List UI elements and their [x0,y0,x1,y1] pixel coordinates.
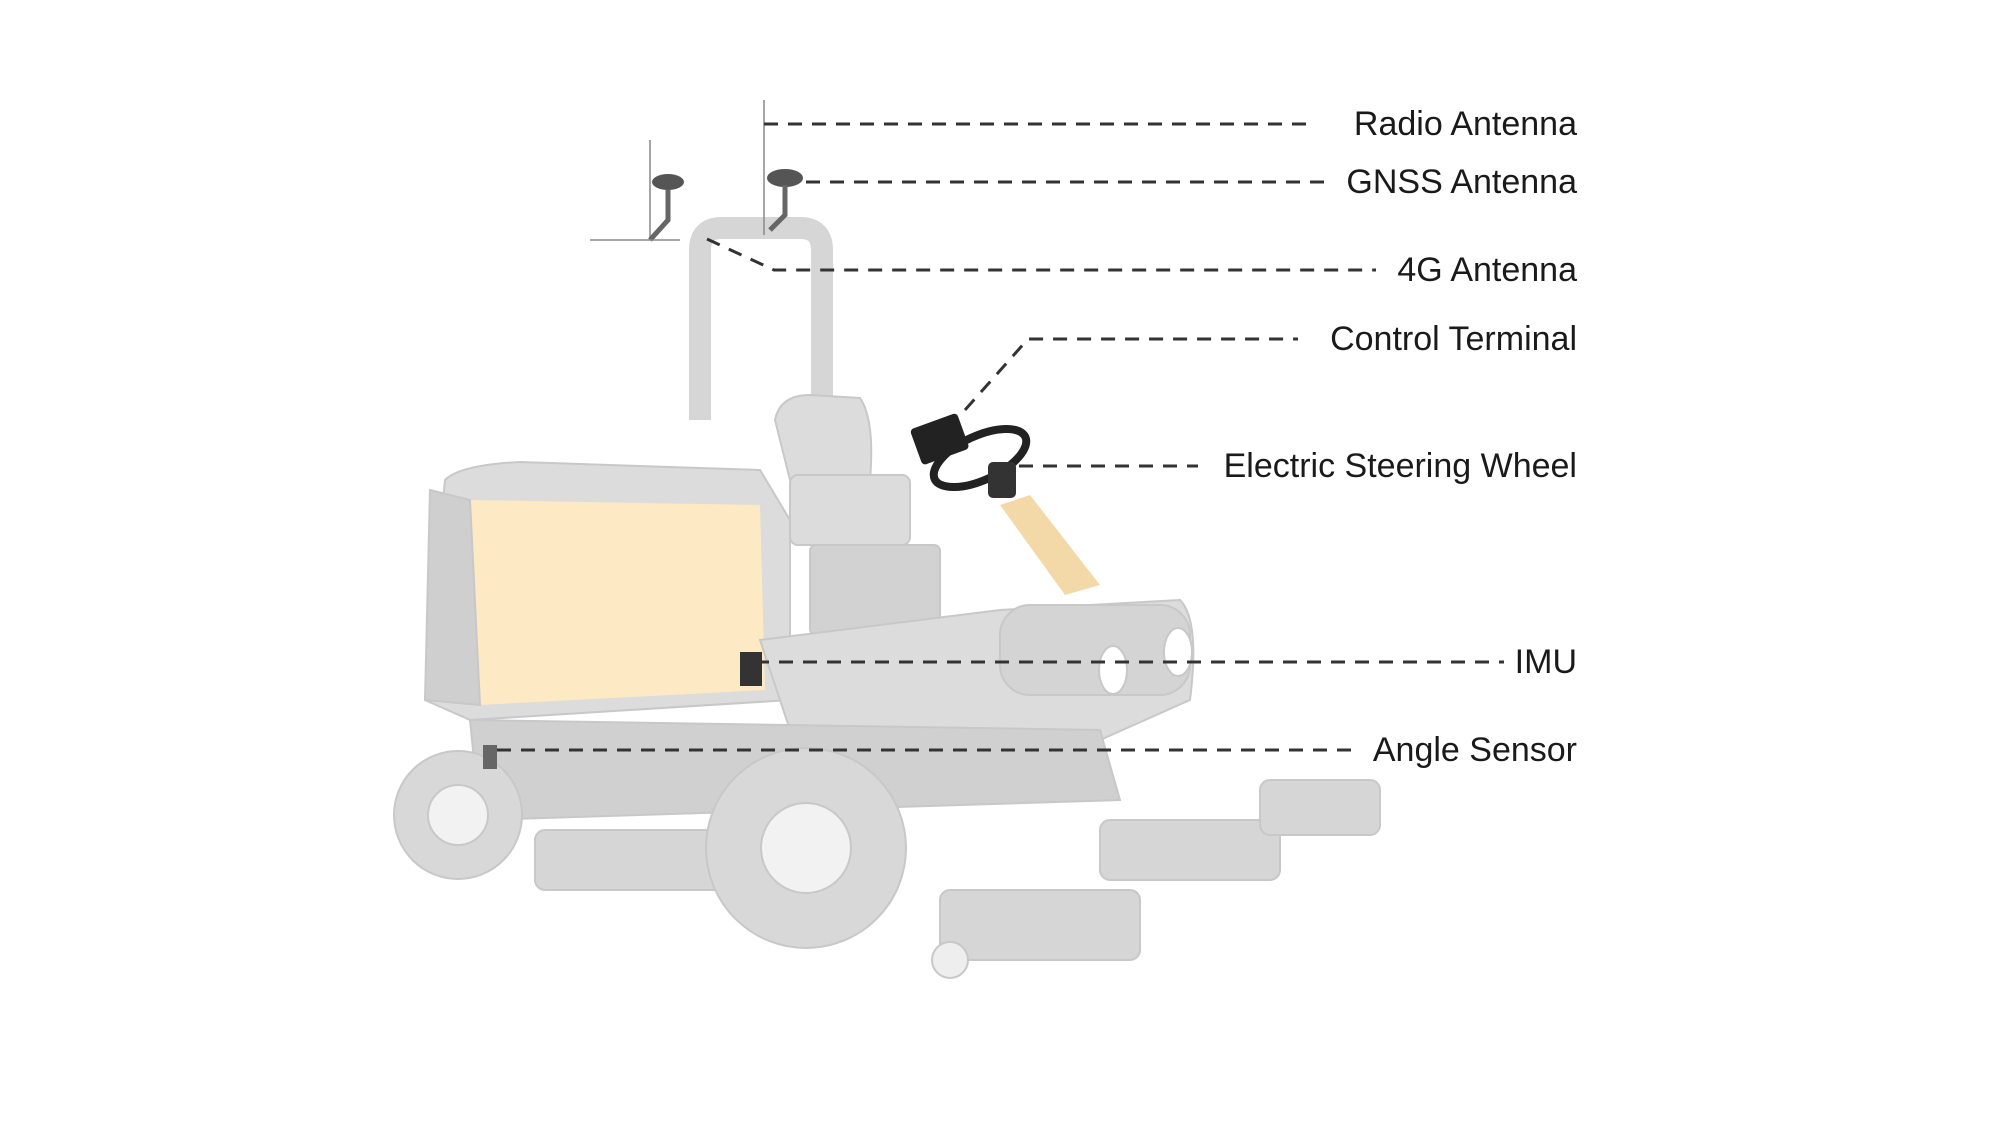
label-imu: IMU [1514,643,1577,681]
leader-terminal [963,337,1298,411]
leader-lines [497,122,1504,752]
label-angle-sensor: Angle Sensor [1372,731,1577,769]
gnss-antenna-icon [767,169,803,187]
leader-4g [706,237,1376,272]
highlight-panel [470,500,765,705]
components [483,100,1031,769]
label-electric-steering-wheel: Electric Steering Wheel [1223,447,1577,485]
label-4g-antenna: 4G Antenna [1397,251,1577,289]
angle-sensor-icon [483,745,497,769]
vehicle [393,217,1381,979]
label-radio-antenna: Radio Antenna [1353,105,1577,143]
label-control-terminal: Control Terminal [1330,320,1577,358]
label-gnss-antenna: GNSS Antenna [1346,163,1577,201]
steering-column [1000,495,1100,595]
imu-icon [740,652,762,686]
